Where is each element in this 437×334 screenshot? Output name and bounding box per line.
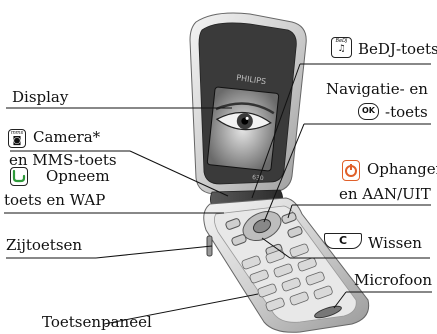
label-display: Display [12,88,69,106]
leader-bedj [251,63,301,199]
keypad-grid[interactable] [241,243,333,312]
music-note-icon: ♫ [337,44,346,54]
label-nav-line2: -toets [385,103,428,121]
label-microphone: Microfoon [354,271,433,289]
label-hangup-line2: en AAN/UIT [339,185,431,203]
microphone-slot [314,305,342,319]
nav-key-cluster[interactable] [238,206,285,246]
label-answer-line2: toets en WAP [4,191,106,209]
answer-key-icon [10,167,28,186]
power-icon [345,164,357,177]
leader-lines [4,63,432,325]
camera-mms-key-icon: mms ◙ [8,129,26,148]
green-handset-icon [12,169,26,183]
upper-function-keys[interactable] [225,212,303,257]
leader-keypad [103,293,259,325]
hangup-key-icon [342,160,360,181]
label-camera-line1: Camera* [33,128,101,146]
label-clear: Wissen [368,234,422,252]
phone-brand-text: PHILIPS [236,73,267,86]
ok-key-icon: OK [358,103,379,120]
eye-image [215,102,275,131]
label-hangup-line1: Ophangen [367,160,437,178]
phone-model-text: 630 [252,174,264,182]
bedj-key-icon: BeDJ ♫ [331,37,352,58]
leader-side [95,245,213,259]
leader-camera [129,150,229,197]
camera-icon: ◙ [12,136,22,146]
clear-key-icon: C [324,233,362,249]
label-bedj: BeDJ-toets [358,40,437,58]
label-camera-line2: en MMS-toets [9,151,117,169]
label-nav-line1: Navigatie- en [326,80,428,98]
leader-nav [263,123,305,223]
label-side-keys: Zijtoetsen [6,236,83,254]
leader-mic [333,291,347,309]
label-keypad: Toetsenpaneel [42,313,152,331]
leader-clear [261,237,291,259]
label-answer-line1: Opneem [46,167,110,185]
phone-lid: PHILIPS 630 [189,12,307,195]
